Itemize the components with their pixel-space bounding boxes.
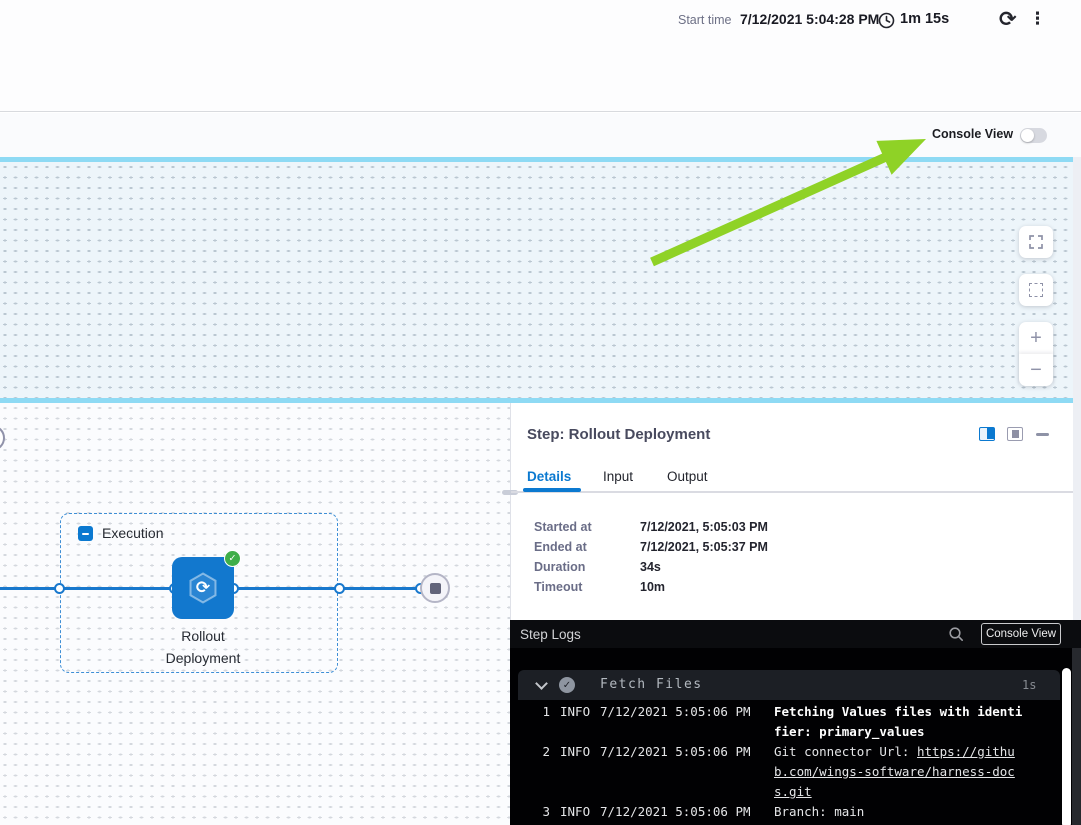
fullscreen-button[interactable] [1019, 226, 1053, 258]
log-message: Fetching Values files with identifier: p… [774, 704, 1023, 739]
check-icon: ✓ [228, 553, 237, 564]
split-view-icon[interactable] [979, 427, 995, 441]
zoom-out-button[interactable]: − [1019, 354, 1053, 386]
log-message: Branch: main [774, 804, 865, 819]
log-line: 1 INFO 7/12/2021 5:05:06 PM Fetching Val… [538, 702, 1058, 742]
detail-value: 34s [640, 560, 661, 574]
log-line-number: 3 [542, 804, 550, 819]
stop-square-icon [429, 582, 441, 594]
detail-value: 7/12/2021, 5:05:37 PM [640, 540, 768, 554]
step-logs-header: Step Logs Console View [510, 620, 1081, 648]
panel-view-fill [1012, 429, 1019, 438]
console-view-toggle[interactable] [1020, 128, 1047, 143]
log-scroll-gutter [1072, 648, 1081, 825]
log-level: INFO [560, 744, 591, 759]
active-tab-underline [523, 488, 581, 492]
stage-canvas[interactable]: + − [0, 162, 1073, 398]
elapsed-time: 1m 15s [900, 11, 950, 27]
split-view-fill [987, 428, 994, 439]
detail-label: Started at [534, 520, 592, 534]
detail-label: Duration [534, 560, 586, 574]
log-timestamp: 7/12/2021 5:05:06 PM [600, 704, 751, 719]
log-group-status-icon: ✓ [559, 677, 575, 693]
annotation-arrow [650, 139, 926, 267]
log-group-name: Fetch Files [600, 677, 703, 692]
execution-group-label: Execution [102, 525, 164, 541]
console-view-label: Console View [932, 127, 1014, 141]
log-viewer[interactable]: ✓ Fetch Files 1s 1 INFO 7/12/2021 5:05:0… [510, 648, 1081, 825]
log-line-number: 1 [542, 704, 550, 719]
start-time-label: Start time [678, 13, 732, 27]
log-group-duration: 1s [1022, 678, 1037, 692]
start-time-value: 7/12/2021 5:04:28 PM [740, 11, 880, 27]
log-message: Git connector Url: https://github.com/wi… [774, 742, 1024, 802]
log-message-link[interactable]: https://github.com/wings-software/harnes… [774, 744, 1015, 799]
detail-value: 10m [640, 580, 666, 594]
clock-icon [878, 12, 895, 34]
log-line: 3 INFO 7/12/2021 5:05:06 PM Branch: main [538, 802, 1058, 822]
rollout-refresh-icon: ⟳ [195, 578, 211, 598]
canvas-top-edge [0, 157, 1073, 162]
log-timestamp: 7/12/2021 5:05:06 PM [600, 804, 751, 819]
top-header: Start time 7/12/2021 5:04:28 PM 1m 15s ⟳… [0, 0, 1081, 112]
tab-output[interactable]: Output [667, 469, 708, 484]
page-scrollbar-track[interactable] [1073, 157, 1081, 620]
log-line-number: 2 [542, 744, 550, 759]
connector-dot [53, 583, 65, 594]
zoom-controls: + − [1019, 322, 1053, 386]
log-lines: 1 INFO 7/12/2021 5:05:06 PM Fetching Val… [538, 702, 1058, 822]
marquee-icon [1029, 283, 1043, 297]
step-logs-title: Step Logs [520, 627, 581, 642]
log-line: 2 INFO 7/12/2021 5:05:06 PM Git connecto… [538, 742, 1058, 802]
log-timestamp: 7/12/2021 5:05:06 PM [600, 744, 751, 759]
tab-input[interactable]: Input [603, 469, 634, 484]
fit-selection-button[interactable] [1019, 274, 1053, 306]
step-node-rollout-deployment[interactable]: ⟳ ✓ [172, 550, 241, 619]
tab-details[interactable]: Details [527, 469, 572, 484]
detail-value: 7/12/2021, 5:05:03 PM [640, 520, 768, 534]
canvas-bottom-edge [0, 398, 1073, 403]
panel-resize-handle[interactable] [502, 490, 518, 495]
stop-node [420, 573, 450, 603]
execution-collapse-checkbox[interactable] [78, 526, 93, 541]
success-badge: ✓ [224, 550, 241, 567]
check-icon: ✓ [562, 679, 572, 691]
log-level: INFO [560, 704, 591, 719]
kebab-menu-icon[interactable]: ⋮ [1029, 9, 1046, 28]
panel-title: Step: Rollout Deployment [527, 426, 711, 443]
connector-dot [333, 583, 345, 594]
hexagon-icon [189, 572, 217, 604]
detail-label: Timeout [534, 580, 583, 594]
log-level: INFO [560, 804, 591, 819]
step-node-label: Rollout Deployment [165, 628, 241, 666]
chevron-down-icon[interactable] [535, 677, 548, 690]
toggle-knob [1021, 129, 1034, 142]
search-icon[interactable] [948, 626, 964, 647]
log-message-prefix: Git connector Url: [774, 744, 917, 759]
minimize-panel-icon[interactable] [1036, 433, 1049, 436]
minus-icon [82, 532, 89, 535]
tabs-divider [511, 491, 1081, 493]
log-scrollbar-thumb[interactable] [1062, 668, 1071, 825]
step-graph-canvas[interactable]: Execution ⟳ ✓ Rollout Deployment [0, 403, 510, 825]
zoom-in-button[interactable]: + [1030, 326, 1042, 349]
clipped-node-circle [0, 425, 5, 451]
refresh-icon[interactable]: ⟳ [999, 7, 1017, 31]
panel-view-icon[interactable] [1007, 427, 1023, 441]
console-view-button[interactable]: Console View [981, 623, 1061, 645]
log-group-row[interactable]: ✓ Fetch Files 1s [518, 670, 1060, 700]
detail-label: Ended at [534, 540, 587, 554]
